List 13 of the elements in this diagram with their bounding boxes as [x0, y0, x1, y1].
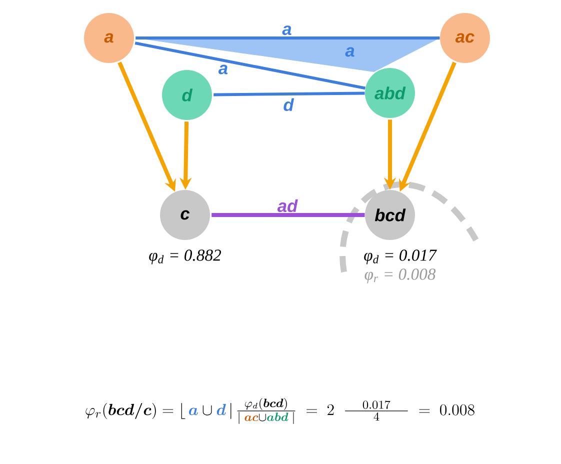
connector [212, 213, 365, 217]
edge-label: a [218, 64, 228, 74]
triangle-label: a [345, 47, 354, 57]
edge-label: ad [277, 199, 298, 212]
value-label: φ$_{d}$ = 0.017 [364, 250, 437, 264]
edge-label: a [282, 26, 292, 36]
connector [136, 36, 440, 40]
edge-label: d [284, 98, 294, 111]
connector [214, 92, 365, 96]
value-label: φ$_{d}$ = 0.882 [149, 250, 222, 264]
value-label: φ$_{r}$ = 0.008 [364, 268, 436, 284]
formula: $\varphi_r(\boldsymbol{bcd/c}) = \left\lfloor\, \textcolor[HTML]{3B7DE0}{\boldsymbol{a}} \cup \textcolor[HTML]{3B7DE0}{\boldsymbol{d}}\, \right| \frac{\varphi_d(\boldsymbol{bcd})}{|\; \textcolor[HTML]{C85A00}{\boldsymbol{ac}} \cup \textcolor[HTML]{0D9A6A}{\boldsymbol{abd}}\; |} \;=\; 2\;\; \frac{\quad 0.017 \quad}{4} \;=\; 0.008$ [86, 398, 474, 424]
connector [134, 42, 366, 90]
